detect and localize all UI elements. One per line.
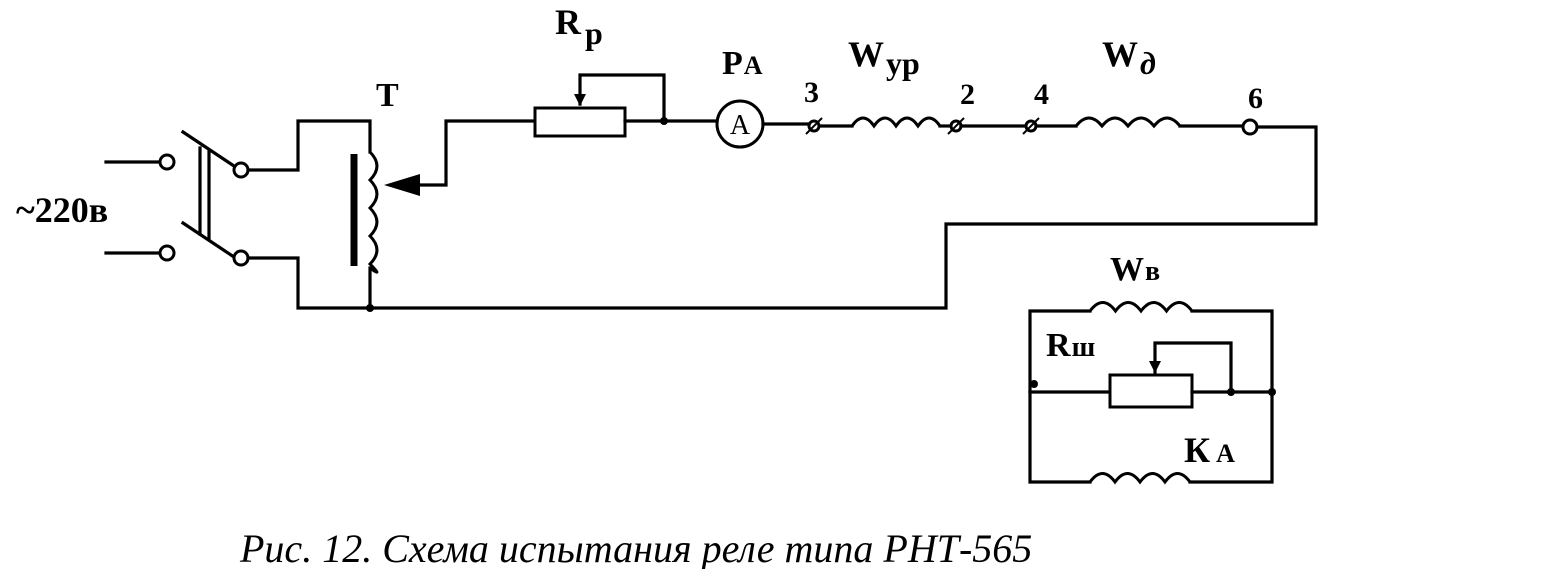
working-winding	[805, 116, 1027, 135]
shunt-resistor-label: Rш	[1046, 327, 1095, 364]
ammeter-symbol: A	[730, 110, 751, 141]
supply-label: ~220в	[16, 190, 108, 230]
terminal-2-label: 2	[960, 78, 975, 111]
working-winding-label: Wур	[848, 34, 920, 81]
supply-input	[104, 153, 176, 262]
tap-arrow-icon	[384, 174, 420, 196]
double-pole-switch	[180, 129, 250, 267]
shunt-wiper-arrow-icon	[1149, 361, 1161, 373]
ammeter-pa	[715, 99, 810, 149]
diff-winding	[366, 116, 1318, 312]
transformer-label: T	[376, 77, 399, 114]
secondary-winding-label: Wв	[1110, 251, 1160, 288]
terminal-4-label: 4	[1034, 78, 1049, 111]
figure-caption: Рис. 12. Схема испытания реле типа РНТ-5…	[239, 526, 1032, 569]
terminal-6-label: 6	[1248, 82, 1263, 115]
wiper-arrow-icon	[574, 94, 586, 106]
ammeter-label: PА	[722, 45, 763, 82]
diff-winding-label: Wд	[1102, 34, 1156, 81]
terminal-3-label: 3	[804, 76, 819, 109]
transformer	[246, 119, 537, 310]
relay-block	[1028, 301, 1276, 485]
rheostat-rp	[533, 73, 720, 138]
